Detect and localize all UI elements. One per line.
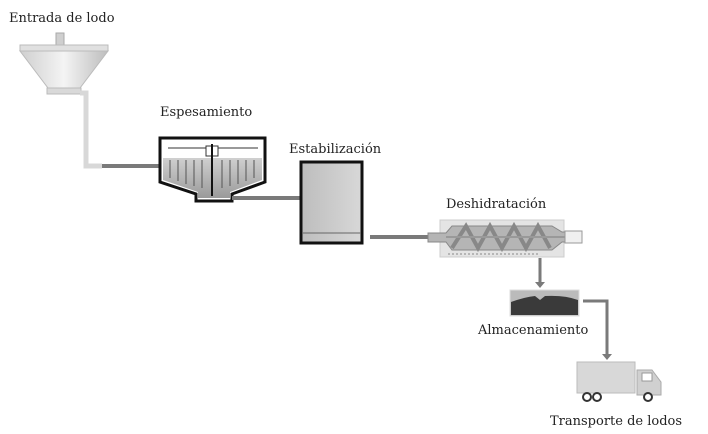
inlet-hopper [18, 32, 110, 95]
label-dewatering: Deshidratación [446, 197, 547, 212]
thickener-tank [158, 136, 267, 203]
label-inlet: Entrada de lodo [9, 11, 115, 26]
label-stabilization: Estabilización [289, 142, 382, 157]
arrow-to-storage [535, 258, 545, 288]
storage-bin [509, 289, 580, 317]
label-transport: Transporte de lodos [550, 414, 682, 429]
inlet-pipe [80, 90, 102, 169]
label-storage: Almacenamiento [477, 323, 588, 338]
stabilization-tank [299, 160, 364, 245]
dewatering-centrifuge [427, 219, 583, 258]
truck-icon [576, 361, 662, 402]
arrow-to-transport [583, 299, 612, 360]
label-thickening: Espesamiento [160, 105, 252, 120]
